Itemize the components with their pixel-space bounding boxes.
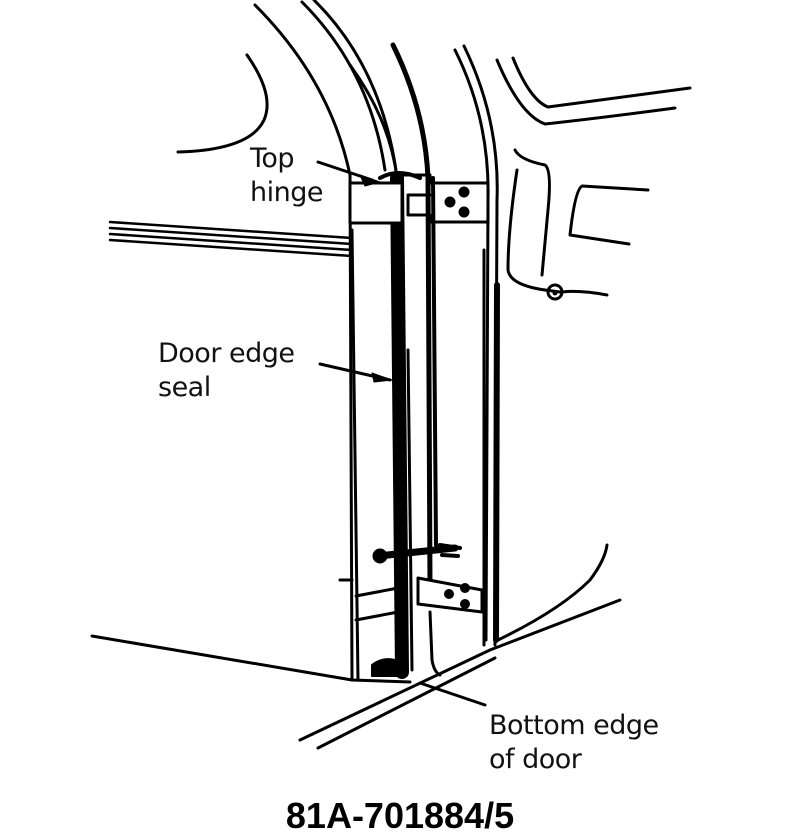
seal-inner-line xyxy=(406,348,414,672)
roof-arc-2 xyxy=(300,0,387,172)
callout-bottom-edge-line2: of door xyxy=(489,744,582,775)
body-lower-line xyxy=(90,634,412,684)
callout-door-edge-seal: Door edge seal xyxy=(158,337,295,405)
callout-top-hinge-line2: hinge xyxy=(250,177,323,208)
roof-arc-1 xyxy=(253,3,354,682)
body-trim-stripes xyxy=(108,220,354,258)
pillar-line xyxy=(431,176,438,547)
callout-bottom-edge-line1: Bottom edge xyxy=(489,710,659,741)
sill-line-1 xyxy=(298,598,622,742)
seal-bottom-blob xyxy=(371,658,403,677)
pillar-right-2 xyxy=(493,282,500,643)
top-hinge xyxy=(348,171,490,225)
bottom-edge-leader xyxy=(418,681,487,707)
roof-arc-7 xyxy=(462,44,499,647)
callout-bottom-edge-of-door: Bottom edge of door xyxy=(489,709,659,777)
panel-line-right xyxy=(560,289,609,297)
sill-line-2 xyxy=(316,656,497,750)
rear-window-lower xyxy=(495,58,677,126)
top-hinge-arrow xyxy=(359,174,381,187)
door-edge-line-a xyxy=(350,228,360,682)
panel-recess-1 xyxy=(513,148,551,277)
callout-top-hinge-line1: Top xyxy=(250,143,295,174)
rear-window-upper xyxy=(511,56,692,109)
roof-arc-5 xyxy=(390,42,433,588)
callout-top-hinge: Top hinge xyxy=(250,142,323,210)
window-curve xyxy=(176,53,269,154)
roof-arc-4 xyxy=(348,63,399,180)
door-seal-arrow xyxy=(371,372,393,383)
panel-bracket xyxy=(568,184,650,246)
callout-door-edge-seal-line2: seal xyxy=(158,372,211,403)
bottom-hinge xyxy=(338,543,484,677)
panel-recess-2 xyxy=(506,168,562,294)
roof-arc-3 xyxy=(312,0,398,172)
wheel-arch xyxy=(496,543,609,642)
callout-door-edge-seal-line1: Door edge xyxy=(158,338,295,369)
figure-caption: 81A-701884/5 xyxy=(285,795,515,836)
seal-strip xyxy=(390,171,409,679)
